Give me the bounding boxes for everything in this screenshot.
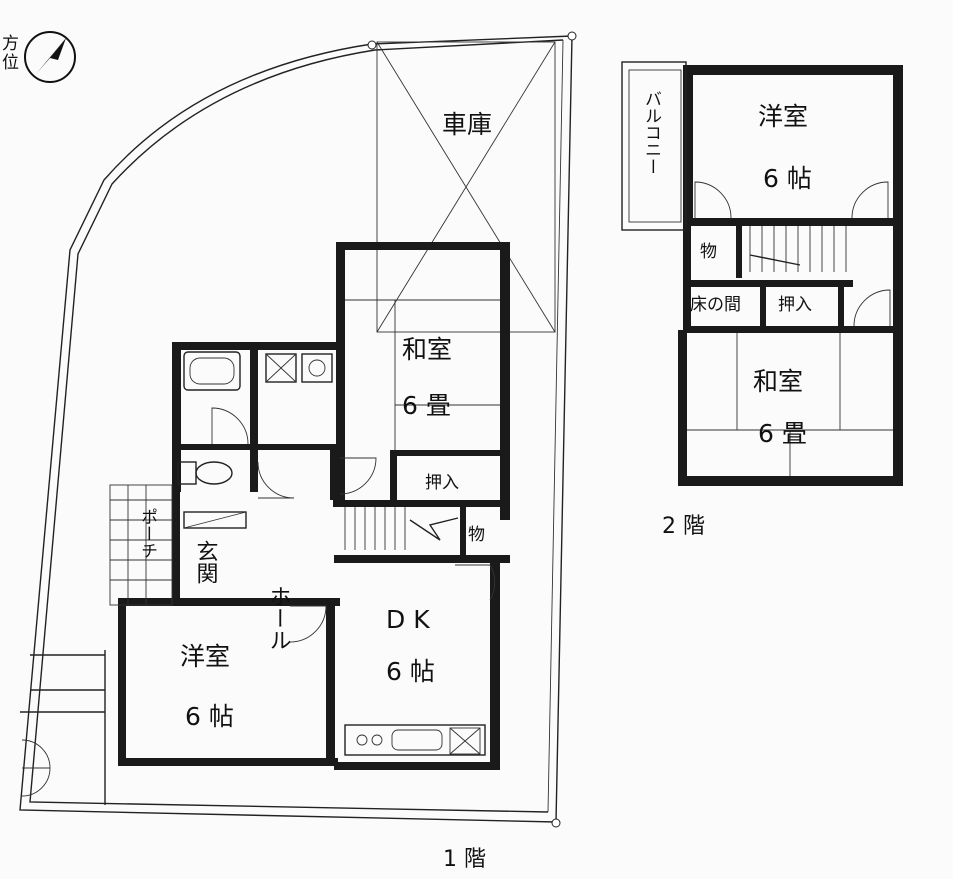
- floor2-fixtures: [621, 61, 893, 476]
- f2-balcony-label: バルコニー: [641, 90, 661, 175]
- f2-yoshitsu-size: 6 帖: [763, 164, 812, 193]
- f1-porch-label: ポーチ: [137, 508, 157, 559]
- f2-washitsu-size: 6 畳: [758, 419, 807, 448]
- compass-label-1: 方: [2, 34, 19, 54]
- f2-tokonoma-label: 床の間: [690, 295, 741, 315]
- floor1-fixtures: [20, 299, 500, 805]
- f2-mono-label: 物: [700, 242, 717, 262]
- north-arrow-icon: [24, 31, 76, 83]
- f1-mono-label: 物: [468, 525, 485, 545]
- f1-hall-label: ホール: [266, 585, 291, 651]
- site-boundary: [19, 31, 577, 828]
- compass: 方 位: [2, 31, 76, 83]
- f1-yoshitsu-label: 洋室: [180, 642, 230, 671]
- compass-label-2: 位: [2, 53, 19, 73]
- f1-washitsu-label: 和室: [402, 335, 452, 364]
- f1-oshiire-label: 押入: [425, 473, 459, 493]
- f1-dk-size: 6 帖: [386, 657, 435, 686]
- garage-label: 車庫: [442, 110, 492, 139]
- floor2-walls: [678, 65, 903, 486]
- floor1-caption: 1 階: [443, 847, 486, 872]
- f1-yoshitsu-size: 6 帖: [185, 702, 234, 731]
- f2-washitsu-label: 和室: [753, 367, 803, 396]
- f1-washitsu-size: 6 畳: [402, 391, 451, 420]
- floor2-caption: 2 階: [662, 514, 705, 539]
- f2-yoshitsu-label: 洋室: [758, 102, 808, 131]
- f2-oshiire-label: 押入: [778, 295, 812, 315]
- floor1-labels: 和室 6 畳 押入 物 ホール 玄関 ポーチ 洋室 6 帖 D K 6 帖 1 …: [137, 335, 486, 872]
- f1-genkan-label: 玄関: [193, 540, 218, 584]
- floor2-labels: バルコニー 洋室 6 帖 物 床の間 押入 和室 6 畳 2 階: [641, 90, 812, 539]
- f1-dk-label: D K: [386, 605, 430, 634]
- floor1-walls: [118, 242, 510, 770]
- garage: 車庫: [376, 41, 556, 333]
